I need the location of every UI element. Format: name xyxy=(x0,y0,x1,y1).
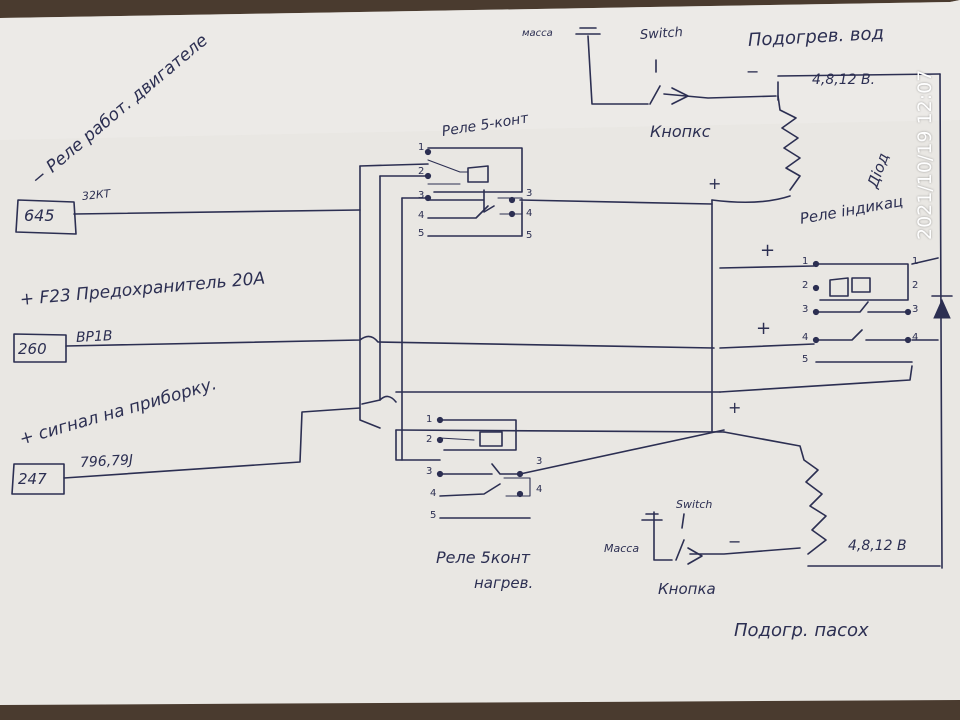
pin-label: 3 xyxy=(912,304,919,315)
label-switch-bottom: Switch xyxy=(676,498,713,511)
pin-label: 4 xyxy=(418,210,425,221)
label-mass-bottom: Масса xyxy=(604,542,640,555)
label-relay-5pin-bottom-line2: нагрев. xyxy=(474,574,534,592)
pin-label: 3 xyxy=(418,190,425,201)
pin-label: 3 xyxy=(802,304,809,315)
pin-label: 5 xyxy=(418,228,425,239)
pin-label: 2 xyxy=(418,166,425,177)
pin-label: 4 xyxy=(536,484,543,495)
terminal-box-645 xyxy=(15,199,77,235)
pin-label: 4 xyxy=(526,208,533,219)
wiring xyxy=(63,27,953,569)
label-mass-top: масса xyxy=(522,28,553,39)
pin-label: 4 xyxy=(912,332,919,343)
label-terminal-260: 260 xyxy=(18,340,47,358)
pin-label: 4 xyxy=(430,488,437,499)
relay-5pin-top xyxy=(424,147,523,237)
pin-label: 5 xyxy=(802,354,809,365)
label-terminal-645: 645 xyxy=(24,206,55,225)
label-switch-top: Switch xyxy=(639,25,684,43)
pin-label: 3 xyxy=(526,188,533,199)
minus-mark-top-switch: − xyxy=(746,62,760,81)
pin-label: 2 xyxy=(802,280,809,291)
label-button-top: Кнопкс xyxy=(650,122,711,141)
pin-label: 2 xyxy=(426,434,433,445)
pin-label: 1 xyxy=(418,142,425,153)
label-wire-bp1b: BP1B xyxy=(75,328,113,346)
label-wire-796: 796,79J xyxy=(79,452,134,471)
plus-mark-indication-2: + xyxy=(756,318,772,339)
pin-label: 4 xyxy=(802,332,809,343)
label-voltage-bottom: 4,8,12 В xyxy=(848,538,907,554)
plus-mark-indication-1: + xyxy=(760,240,776,261)
pin-label: 1 xyxy=(802,256,809,267)
photo-timestamp: 2021/10/19 12:07 xyxy=(914,69,936,240)
plus-mark-bottom-coil: + xyxy=(728,398,742,417)
pin-label: 5 xyxy=(430,510,437,521)
terminal-box-247 xyxy=(11,463,65,495)
minus-mark-bottom-switch: − xyxy=(728,532,742,551)
terminal-box-260 xyxy=(13,333,67,363)
label-voltage-top: 4,8,12 В. xyxy=(812,72,876,88)
label-relay-5pin-bottom-line1: Реле 5конт xyxy=(436,548,531,567)
label-heated-belt: Подогр. пасох xyxy=(734,620,869,641)
pin-label: 5 xyxy=(526,230,533,241)
relay-indication xyxy=(812,260,913,363)
pin-label: 1 xyxy=(912,256,919,267)
pin-label: 3 xyxy=(426,466,433,477)
label-terminal-247: 247 xyxy=(18,470,47,488)
pin-label: 1 xyxy=(426,414,433,425)
pin-label: 3 xyxy=(536,456,543,467)
relay-5pin-bottom xyxy=(436,416,531,519)
pin-label: 2 xyxy=(912,280,919,291)
label-button-bottom: Кнопка xyxy=(658,580,716,598)
plus-mark-top-coil: + xyxy=(708,174,722,193)
